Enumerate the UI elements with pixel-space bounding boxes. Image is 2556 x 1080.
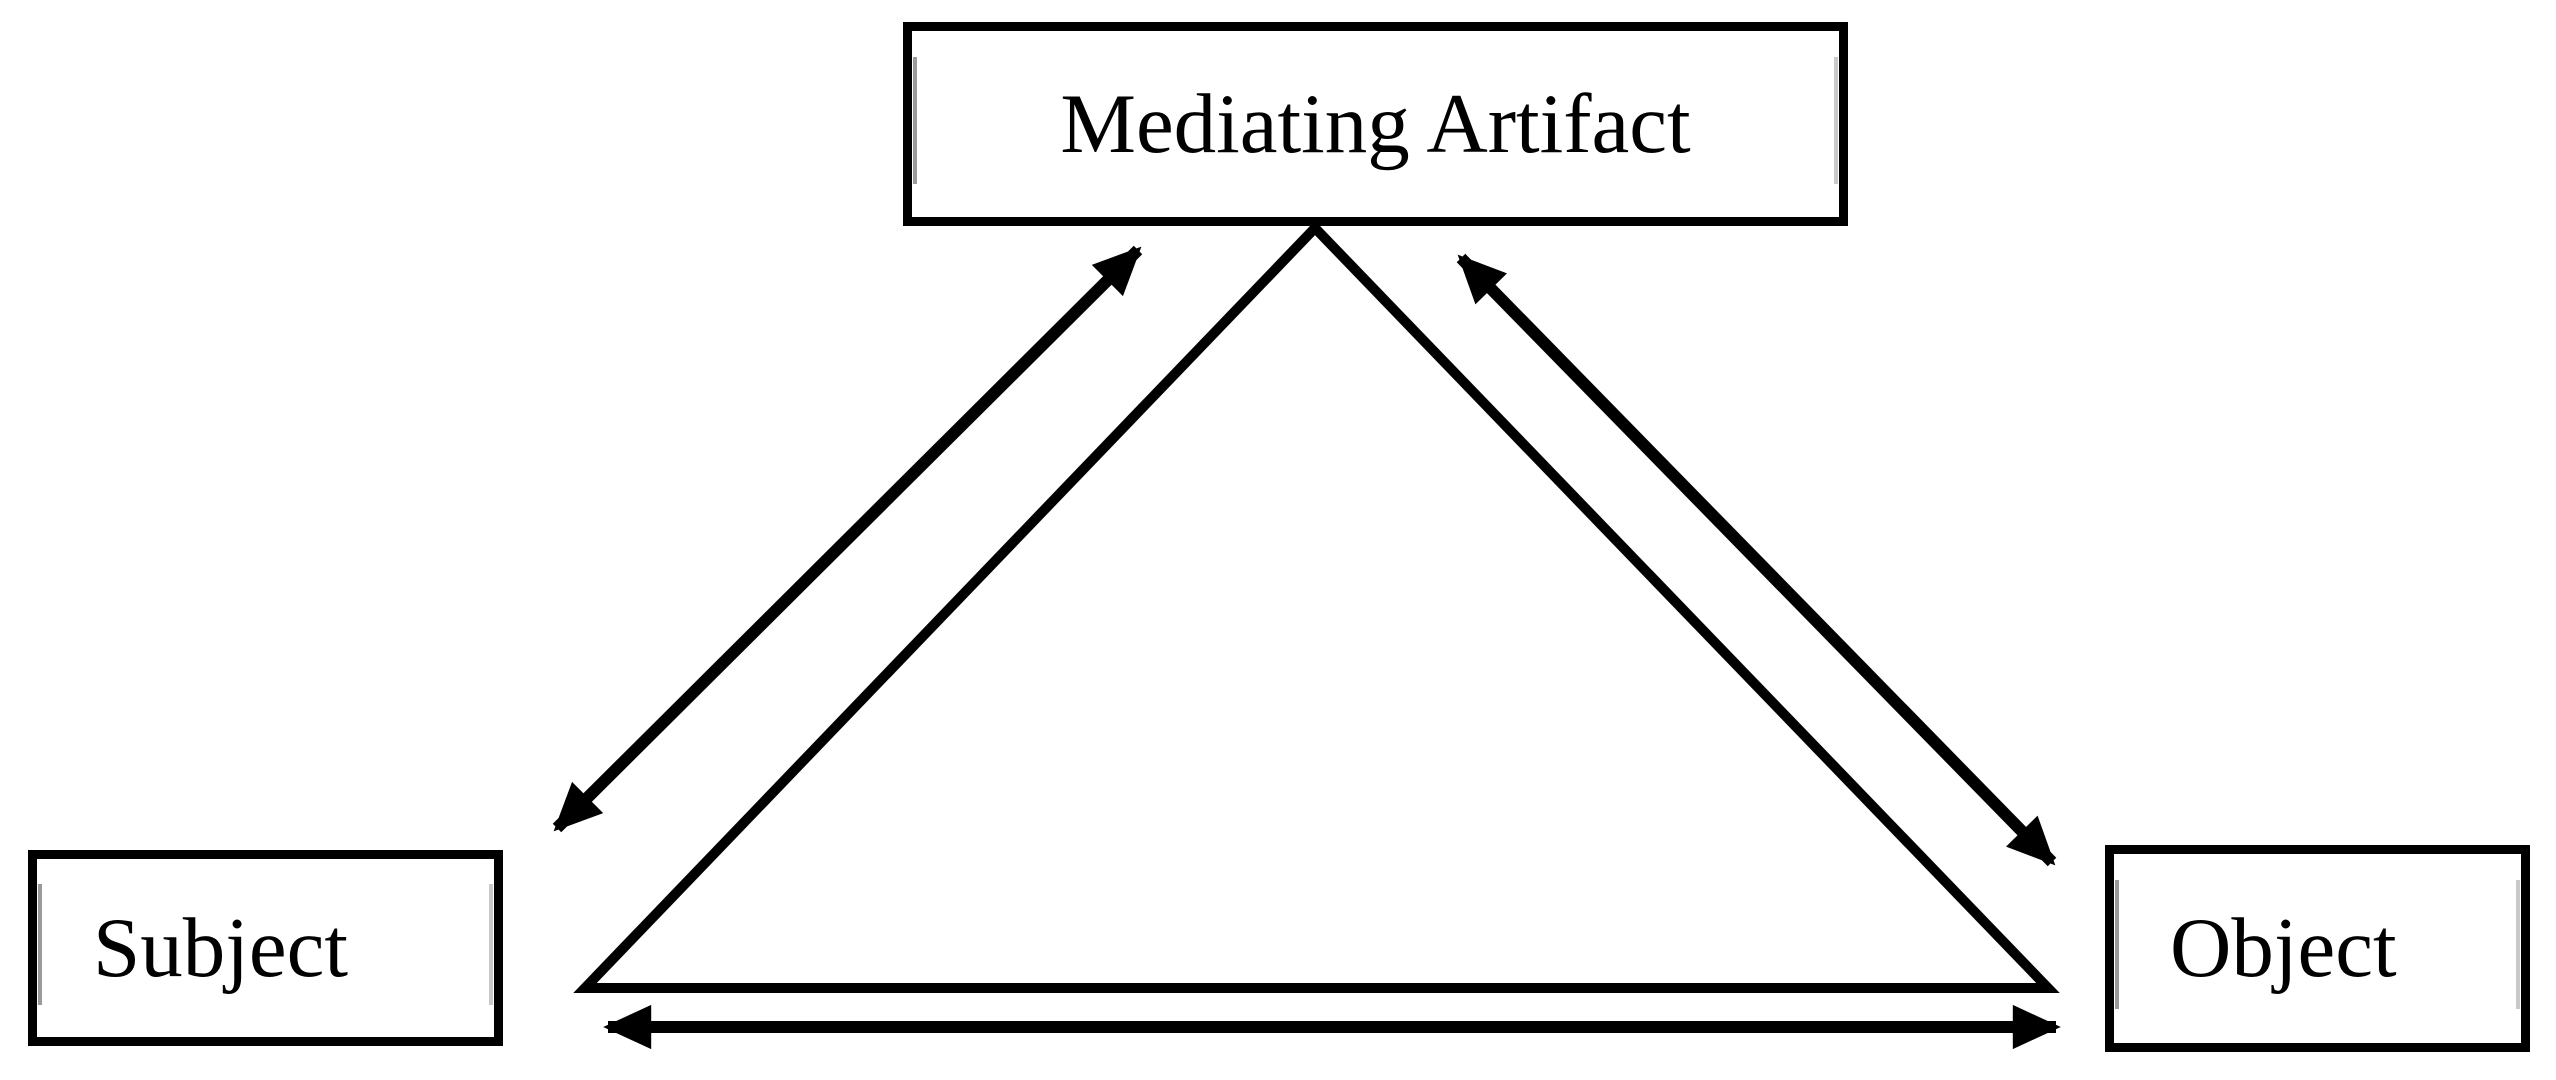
node-object: Object — [2105, 845, 2530, 1052]
edge-mediating-artifact-object — [1456, 253, 2057, 867]
node-object-label: Object — [2170, 901, 2397, 995]
node-mediating-artifact-label: Mediating Artifact — [1060, 76, 1691, 171]
node-subject-label: Subject — [93, 900, 348, 995]
node-mediating-artifact: Mediating Artifact — [903, 22, 1848, 226]
triangle-outline — [573, 220, 2060, 993]
edge-subject-mediating-artifact — [552, 245, 1143, 833]
node-subject: Subject — [28, 850, 503, 1046]
